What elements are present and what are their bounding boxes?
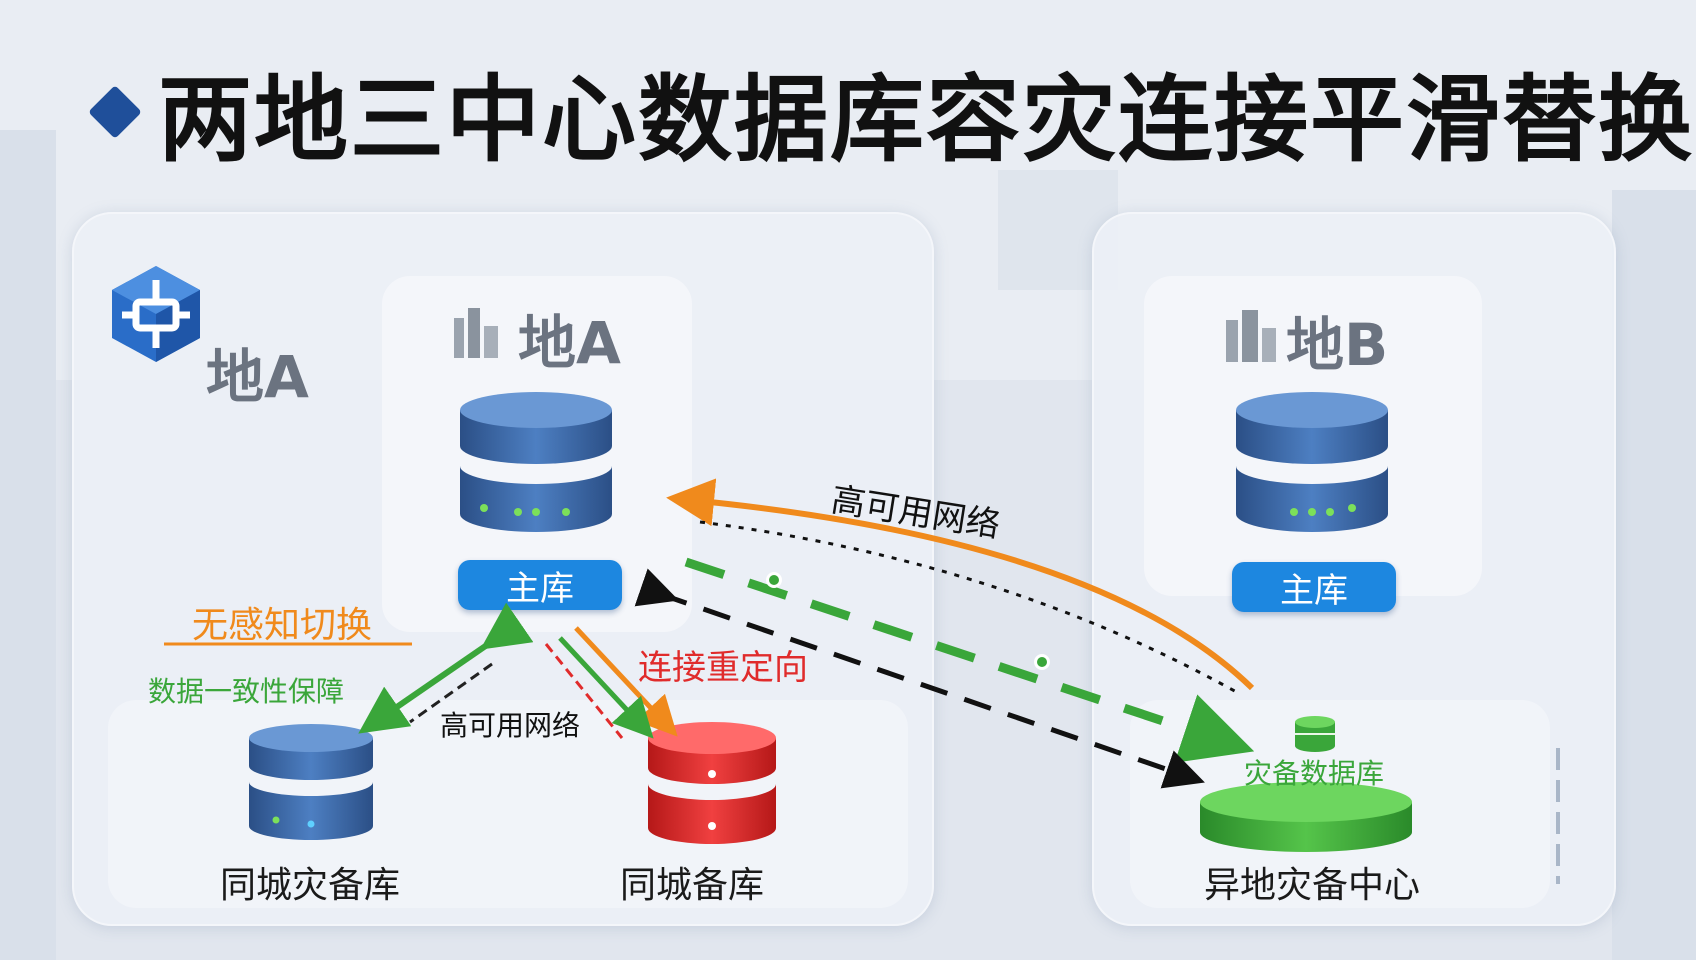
same-city-backup-db-icon [249, 724, 373, 840]
same-city-standby-label: 同城备库 [620, 865, 765, 906]
switch-link-red [544, 643, 624, 739]
network-cube-icon [112, 266, 200, 362]
data-consistency-label: 数据一致性保障 [148, 675, 345, 708]
primary-badge-a[interactable]: 主库 [458, 560, 622, 610]
primary-db-b-icon [1236, 392, 1388, 532]
redirect-link [634, 568, 1205, 789]
site-a-panel-label: 地A [206, 343, 309, 411]
ha-link-left [409, 662, 493, 724]
small-db-icon [1295, 716, 1335, 752]
reconnect-redirect-label: 连接重定向 [638, 648, 808, 688]
site-b-card-label: 地B [1286, 311, 1389, 379]
site-a-card-label: 地A [518, 309, 621, 377]
primary-badge-b[interactable]: 主库 [1232, 562, 1396, 612]
page-title: 两地三中心数据库容灾连接平滑替换 [88, 52, 1694, 175]
remote-db-icon [1200, 782, 1412, 852]
building-icon [454, 308, 498, 358]
remote-center-label: 异地灾备中心 [1204, 865, 1421, 906]
consistency-link [358, 602, 534, 734]
ha-network-left-label: 高可用网络 [440, 709, 581, 742]
title-text: 两地三中心数据库容灾连接平滑替换 [158, 66, 1695, 175]
remote-db-label: 灾备数据库 [1244, 757, 1385, 790]
switch-link-green [558, 636, 654, 739]
primary-db-a-icon [460, 392, 612, 532]
same-city-backup-label: 同城灾备库 [220, 865, 401, 906]
seamless-switch-label: 无感知切换 [192, 605, 373, 646]
building-icon [1226, 310, 1276, 362]
